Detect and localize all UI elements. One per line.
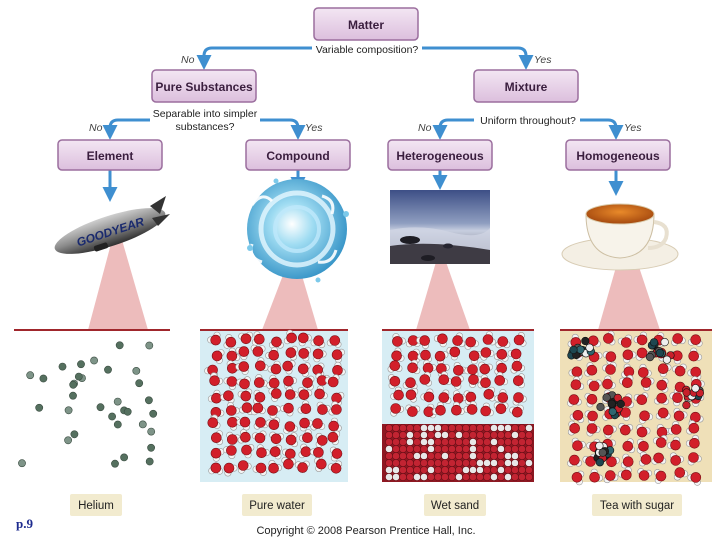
caption-tea-with-sugar: Tea with sugar [600,500,674,512]
node-heterogeneous: Heterogeneous [387,139,493,171]
node-compound-label: Compound [266,149,329,163]
answer-no-1: No [181,54,195,66]
sand-grains [385,424,533,481]
answer-no-3: No [418,122,432,134]
connectors [102,46,624,202]
teacup-image [561,203,679,271]
panel-helium [14,329,170,482]
helium-atoms [18,341,158,468]
answer-no-2: No [89,122,103,134]
arrow-mixture-to-homo [580,118,624,140]
question-variable-composition: Variable composition? [316,44,419,56]
arrow-matter-to-pure [196,46,314,70]
captions: Helium Pure water Wet sand Tea with suga… [70,494,682,516]
zoom-wedge-tea [598,246,660,330]
node-element-label: Element [87,149,134,163]
page-number: p.9 [16,516,33,531]
panel-tea-sugar [560,329,712,486]
node-heterogeneous-label: Heterogeneous [396,149,484,163]
node-element: Element [57,139,163,171]
sand-water-molecules [387,331,527,419]
zoom-wedge-water [262,262,318,330]
node-matter: Matter [313,7,419,41]
molecule-panels [14,329,712,486]
node-pure-substances-label: Pure Substances [155,80,253,94]
caption-pure-water: Pure water [249,500,305,512]
zoom-wedge-sand [416,262,470,330]
beach-image [390,190,490,264]
question-labels: Variable composition? Separable into sim… [150,42,578,136]
answer-labels: No Yes No Yes No Yes [89,54,642,134]
caption-helium: Helium [78,500,114,512]
node-matter-label: Matter [348,18,384,32]
node-homogeneous: Homogeneous [565,139,671,171]
arrow-pure-to-element [102,118,150,140]
answer-yes-1: Yes [534,54,552,66]
arrow-pure-to-compound [258,118,306,140]
node-pure-substances: Pure Substances [151,69,257,103]
node-homogeneous-label: Homogeneous [576,149,660,163]
node-mixture-label: Mixture [505,80,548,94]
answer-yes-2: Yes [305,122,323,134]
arrow-mixture-to-hetero [432,118,474,140]
question-separable-line2: substances? [176,121,235,133]
node-compound: Compound [245,139,351,171]
panel-pure-water [200,329,348,482]
question-separable-line1: Separable into simpler [153,108,258,120]
tea-molecules [567,330,705,486]
question-uniform: Uniform throughout? [480,115,576,127]
arrow-matter-to-mixture [420,46,534,70]
node-mixture: Mixture [473,69,579,103]
answer-yes-3: Yes [624,122,642,134]
zoom-wedges [88,240,660,330]
copyright-notice: Copyright © 2008 Pearson Prentice Hall, … [256,525,475,537]
water-molecules [204,329,346,477]
panel-wet-sand [382,329,534,482]
zoom-wedge-helium [88,240,148,330]
caption-wet-sand: Wet sand [431,500,479,512]
water-splash-image [247,178,349,283]
